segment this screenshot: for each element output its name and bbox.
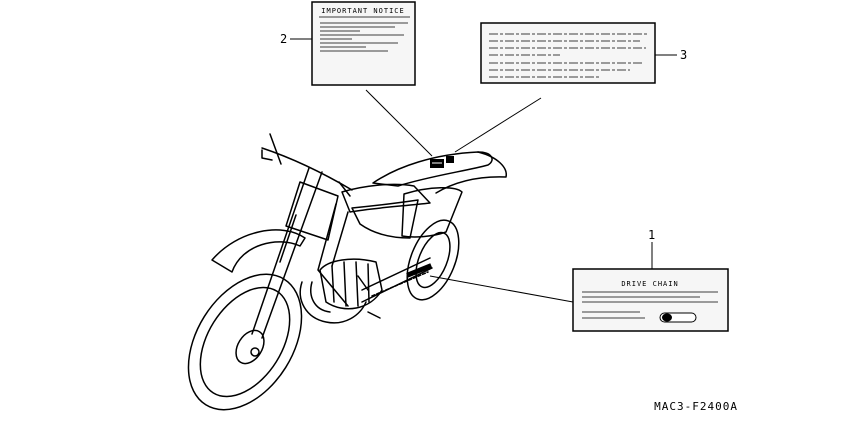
important-notice-text-lines xyxy=(320,22,408,52)
warning-label-3-text-lines xyxy=(489,33,648,78)
drive-chain-title: DRIVE CHAIN xyxy=(621,280,678,288)
callout-3: 3 xyxy=(680,48,687,62)
important-notice-label: IMPORTANT NOTICE xyxy=(311,1,416,86)
warning-label-3 xyxy=(480,22,656,84)
diagram-code: MAC3-F2400A xyxy=(654,400,738,413)
chain-adjuster-icon xyxy=(659,312,697,323)
important-notice-title: IMPORTANT NOTICE xyxy=(321,7,404,15)
seat-sticker-marks xyxy=(430,156,454,168)
swingarm-sticker-marks xyxy=(406,263,433,278)
callout-2: 2 xyxy=(280,32,287,46)
drive-chain-text-lines xyxy=(582,291,718,319)
leader-lines xyxy=(365,89,574,303)
drive-chain-label: DRIVE CHAIN xyxy=(572,268,729,332)
callout-1: 1 xyxy=(648,228,655,242)
motorcycle-illustration xyxy=(187,133,507,411)
